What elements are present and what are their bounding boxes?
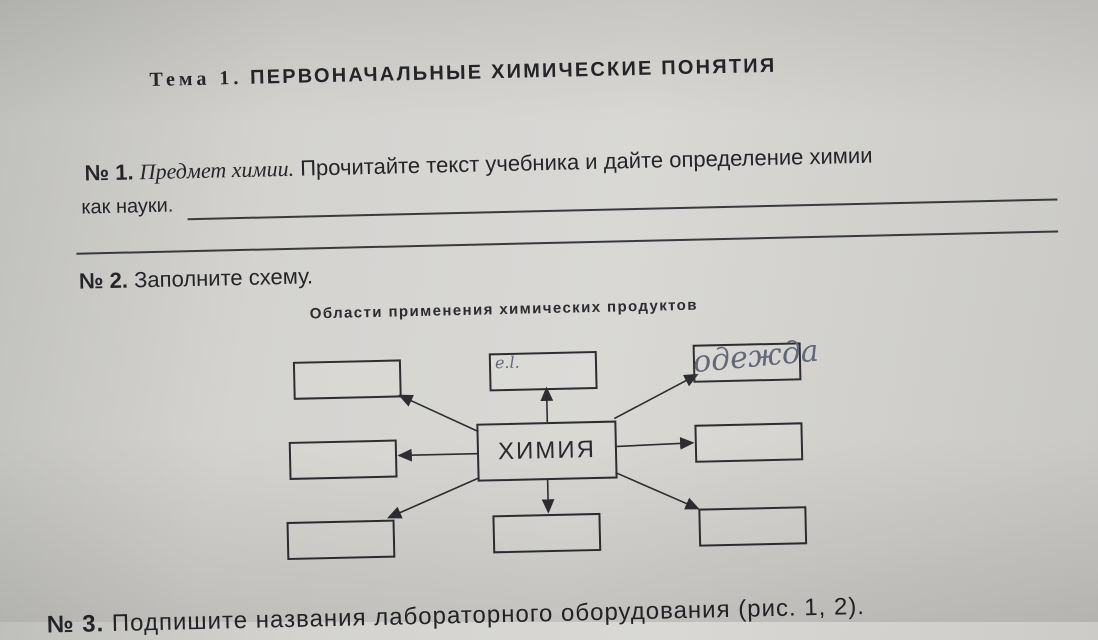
answer-box-top-left[interactable] (292, 359, 402, 400)
center-label: ХИМИЯ (497, 435, 597, 466)
answer-box-bottom-right[interactable] (698, 506, 808, 547)
task-3-number: № 3. (46, 610, 105, 639)
handwriting-top-middle: e.l. (494, 352, 520, 373)
arrow-middle-right (614, 437, 695, 450)
arrow-top-middle (540, 386, 554, 423)
answer-box-middle-left[interactable] (288, 439, 398, 480)
arrow-bottom-middle (541, 478, 555, 514)
arrow-bottom-left (386, 476, 480, 519)
answer-box-bottom-middle[interactable] (492, 512, 602, 554)
center-box-chemistry: ХИМИЯ (476, 420, 618, 482)
answer-box-bottom-left[interactable] (286, 519, 396, 561)
answer-box-middle-right[interactable] (694, 422, 804, 463)
arrow-middle-left (397, 448, 478, 462)
arrow-bottom-right (615, 471, 700, 510)
arrow-top-left (398, 394, 479, 433)
arrow-top-right (613, 373, 699, 420)
